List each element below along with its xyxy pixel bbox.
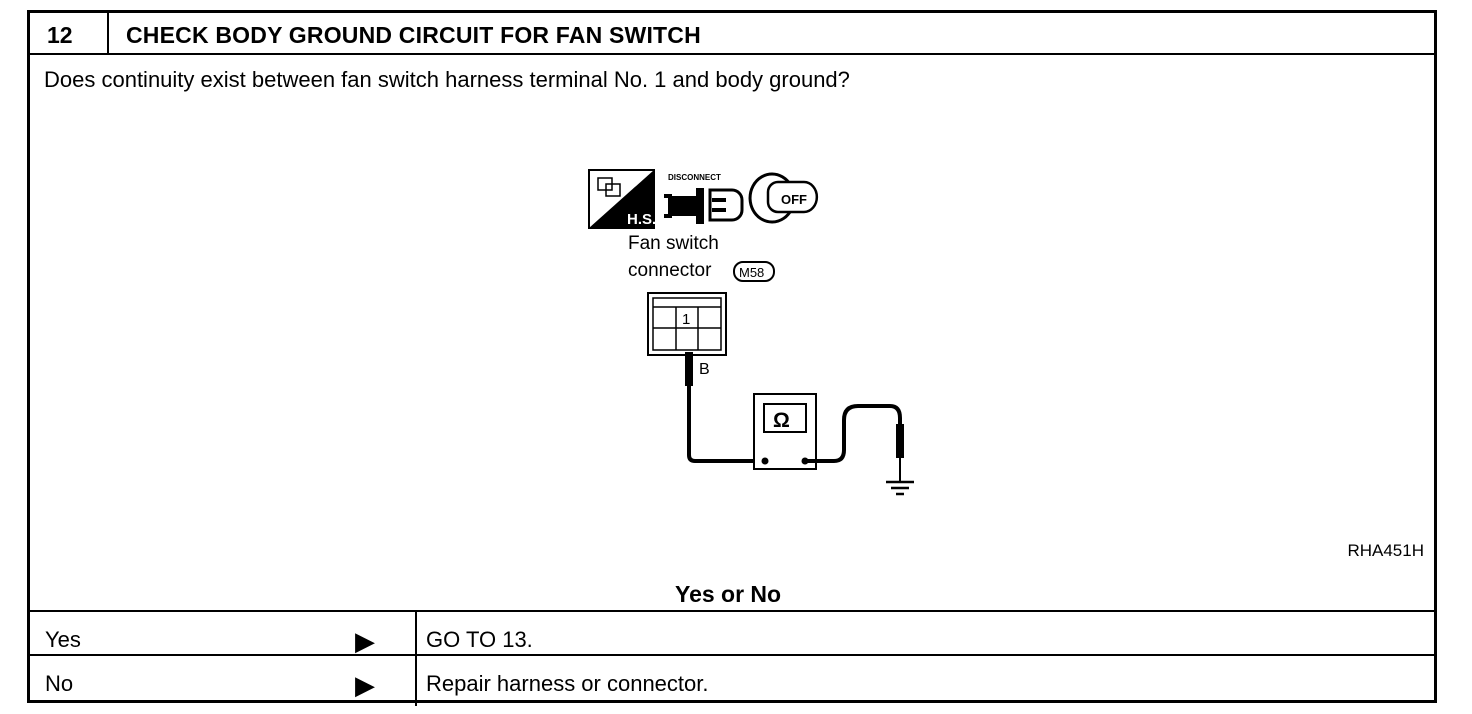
ohmmeter: Ω (753, 393, 817, 470)
outcome-no-result: Repair harness or connector. (426, 671, 709, 696)
terminal-probe (685, 352, 693, 386)
connector-label-line1: Fan switch (628, 233, 719, 254)
decision-header: Yes or No (675, 581, 782, 607)
connector-face: 1 (647, 292, 727, 356)
ignition-off-icon-text: OFF (781, 192, 807, 207)
connector-label-line2: connector (628, 260, 712, 281)
meter-lead-right (805, 404, 902, 463)
outcome-yes-arrow-icon: ▶ (355, 626, 375, 656)
wire-color-label: B (699, 361, 710, 378)
question-text: Does continuity exist between fan switch… (44, 67, 850, 92)
figure-id: RHA451H (1347, 541, 1424, 560)
outcomes-divider (415, 610, 417, 706)
connector-code-badge (733, 261, 775, 282)
terminal-number: 1 (682, 311, 690, 328)
outcome-yes-result: GO TO 13. (426, 627, 533, 652)
ignition-off-icon: OFF (748, 172, 819, 224)
meter-lead-left (687, 386, 764, 463)
procedure-table: 12 CHECK BODY GROUND CIRCUIT FOR FAN SWI… (27, 10, 1437, 706)
disconnect-icon-text: DISCONNECT (668, 173, 721, 182)
header-divider (107, 13, 109, 54)
disconnect-icon: DISCONNECT (664, 173, 744, 224)
harness-side-icon-text: H.S. (627, 211, 656, 228)
outcome-yes-label: Yes (45, 627, 81, 652)
outcomes-middle-rule (30, 654, 1434, 656)
outcomes-top-rule (30, 610, 1434, 612)
ohm-symbol: Ω (773, 409, 790, 432)
step-title: CHECK BODY GROUND CIRCUIT FOR FAN SWITCH (126, 22, 701, 48)
connector-code: M58 (739, 265, 764, 280)
harness-side-icon: H.S. (588, 169, 656, 229)
step-number: 12 (47, 22, 73, 48)
outcome-no-label: No (45, 671, 74, 696)
body-ground-icon (886, 480, 914, 496)
header-rule (30, 53, 1434, 55)
ground-probe (896, 424, 904, 458)
outcome-no-arrow-icon: ▶ (355, 670, 375, 700)
